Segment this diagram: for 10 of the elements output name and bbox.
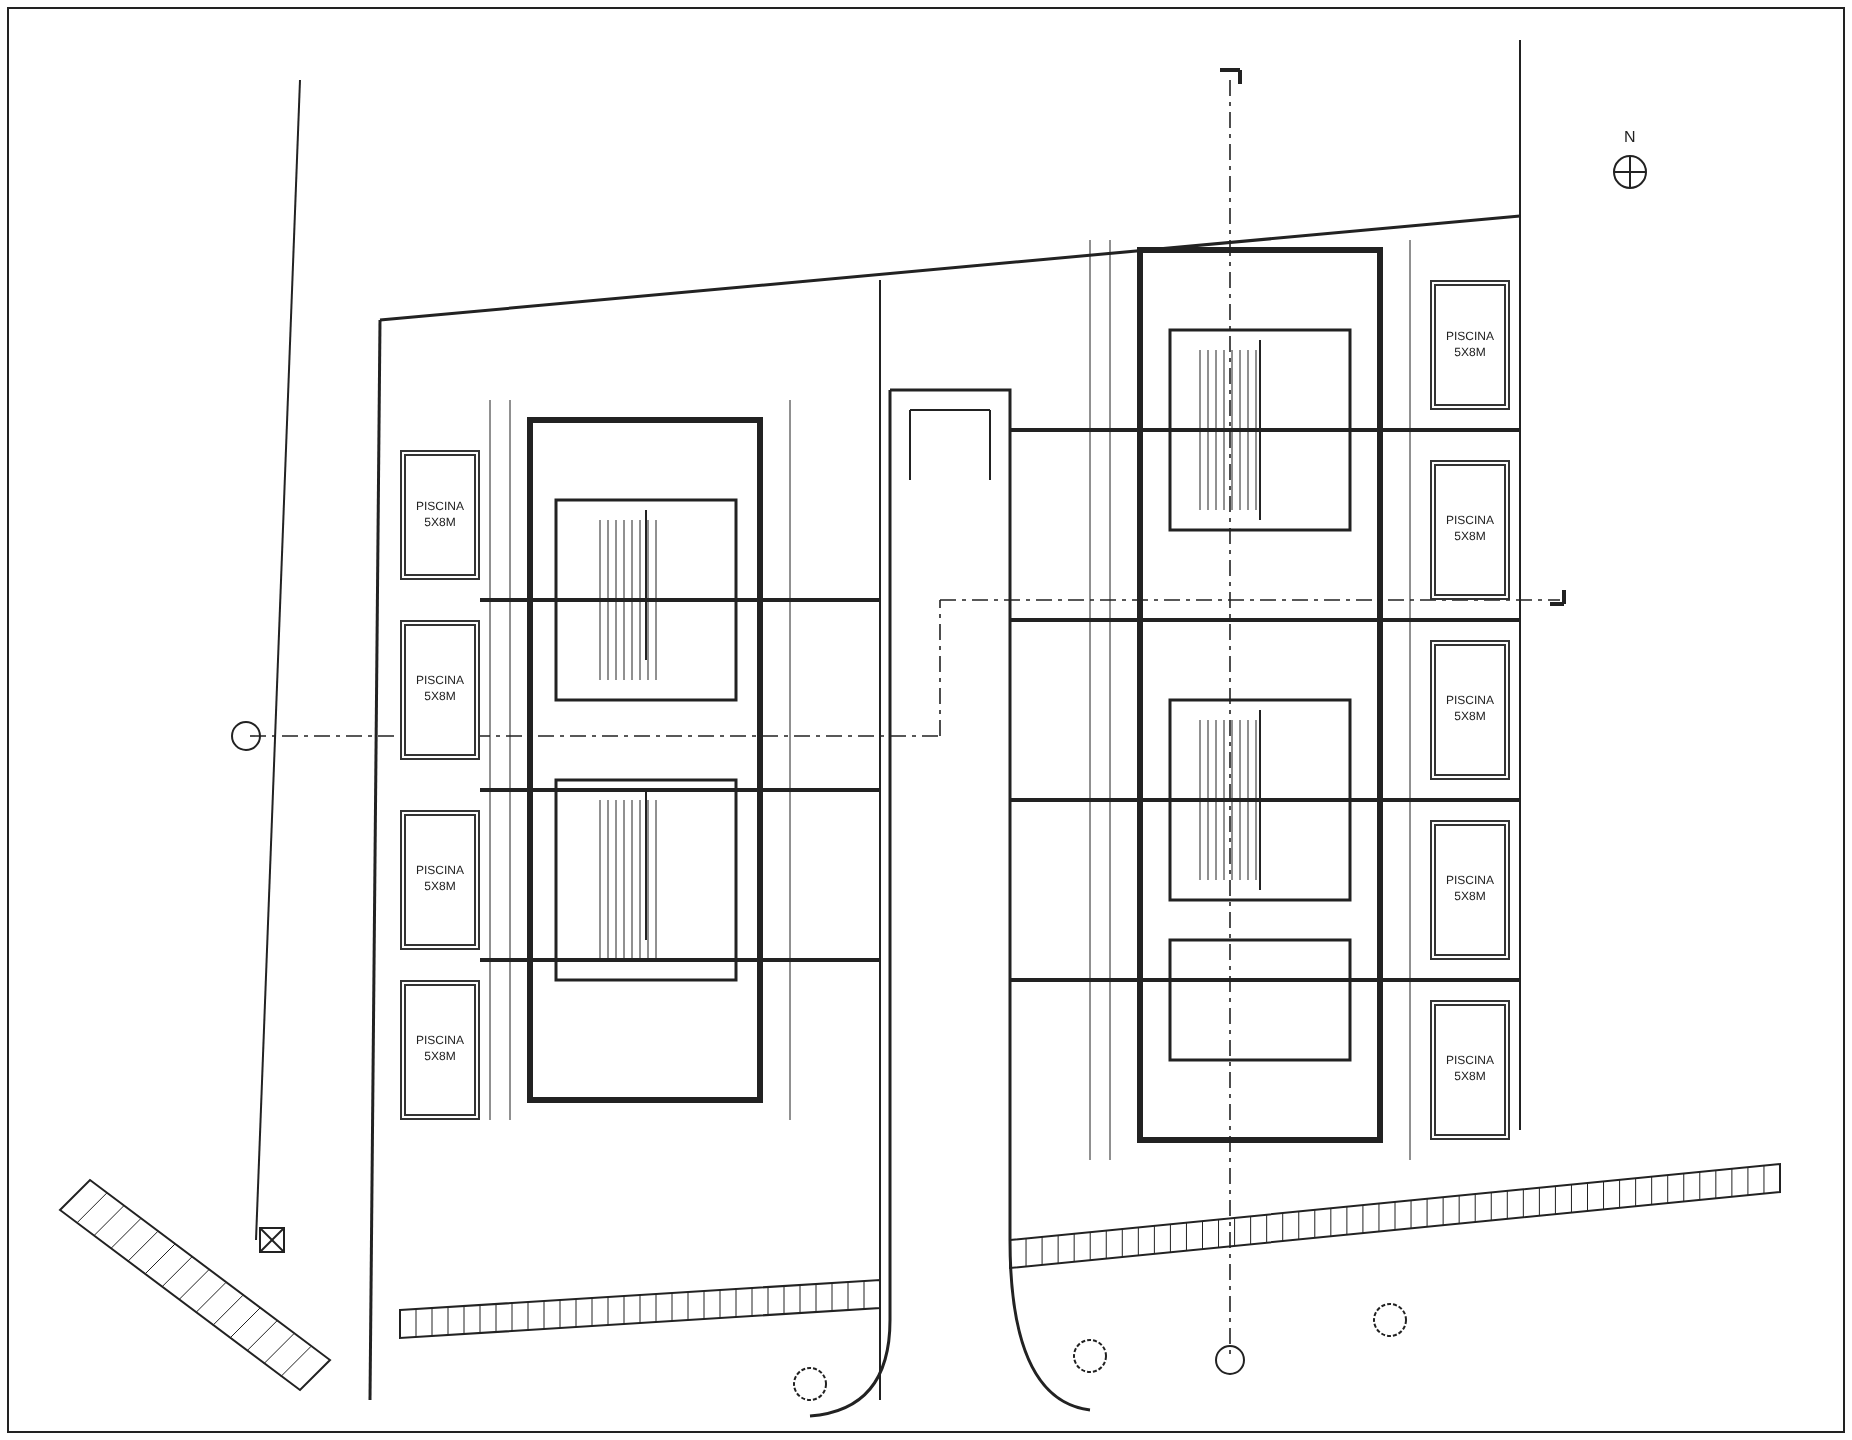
swimming-pool	[400, 450, 480, 580]
swimming-pool	[1430, 280, 1510, 410]
swimming-pool	[1430, 1000, 1510, 1140]
swimming-pool	[400, 810, 480, 950]
swimming-pool	[1430, 460, 1510, 600]
swimming-pool	[400, 620, 480, 760]
swimming-pool	[400, 980, 480, 1120]
north-label: N	[1624, 128, 1636, 146]
swimming-pool	[1430, 820, 1510, 960]
swimming-pool	[1430, 640, 1510, 780]
